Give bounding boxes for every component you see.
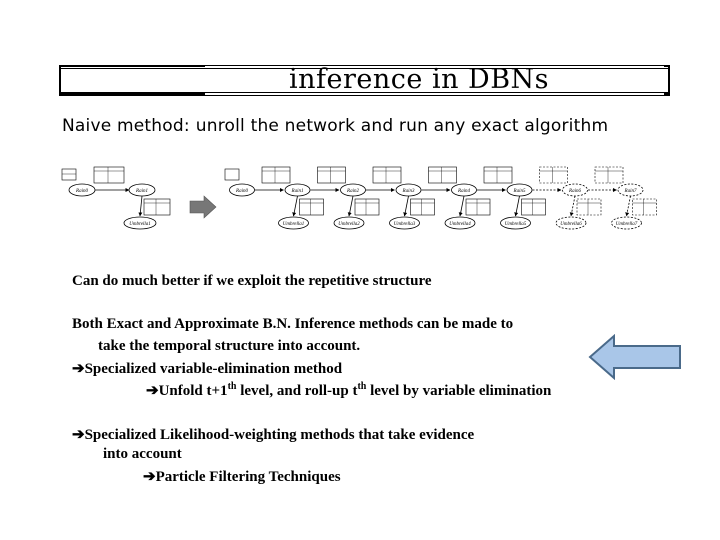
right-arrow-icon: ➔: [143, 469, 156, 485]
unfold-text-b: level, and roll-up t: [236, 383, 358, 399]
rain-node-label-5: Rain5: [513, 189, 526, 194]
sensor-edge: [347, 195, 354, 217]
sensor-edge: [569, 195, 576, 217]
bullet-text: Specialized variable-elimination method: [84, 361, 343, 377]
umbrella-node-label-6: Umbrella6: [560, 222, 582, 227]
unfold-sup-1: th: [227, 381, 237, 392]
umbrella-node-2: [333, 216, 365, 230]
bullet-likelihood-weighting: ➔Specialized Likelihood-weighting method…: [72, 425, 474, 444]
sensor-edge: [514, 195, 520, 217]
cpt-transition-1: [261, 166, 291, 184]
cpt-prior: [61, 168, 77, 181]
naive-method-label: Naive method:: [62, 116, 190, 136]
cpt-sensor-5: [521, 198, 546, 216]
unfold-text-c: level by variable elimination: [366, 383, 552, 399]
umbrella-node-7: [611, 216, 642, 230]
title-rule-bottom: [59, 95, 670, 96]
slide-title: inference in DBNs: [289, 64, 550, 95]
cpt-transition-7: [594, 166, 624, 184]
body-line-7: into account: [103, 446, 182, 462]
cpt-transition-2: [317, 166, 346, 184]
rain0-label: Rain0: [75, 189, 88, 194]
naive-method-text: unroll the network and run any exact alg…: [195, 116, 609, 136]
right-arrow-icon: ➔: [72, 361, 85, 377]
unroll-arrow-icon: [189, 195, 217, 219]
bullet-text: Particle Filtering Techniques: [155, 469, 341, 485]
left-arrow-icon: [588, 334, 681, 380]
naive-method-line: Naive method:unroll the network and run …: [62, 116, 608, 136]
sensor-edge: [403, 195, 409, 217]
title-rule-top: [59, 65, 670, 66]
cpt-sensor-4: [465, 198, 491, 216]
right-arrow-icon: ➔: [146, 383, 159, 399]
cpt-sensor-1: [299, 198, 324, 216]
cpt-prior-unrolled: [224, 168, 240, 181]
umbrella-node-5: [500, 216, 531, 230]
rain-node-label-1: Rain1: [291, 189, 304, 194]
cpt-transition-4: [428, 166, 457, 184]
rain-node-label-4: Rain4: [457, 189, 470, 194]
cpt-transition: [93, 166, 125, 184]
title-rule-bottom-inner: [59, 92, 670, 93]
bullet-text: Specialized Likelihood-weighting methods…: [84, 427, 475, 443]
title-rule-top-inner: [59, 68, 670, 69]
unfold-sup-2: th: [357, 381, 367, 392]
bullet-unfold: ➔Unfold t+1th level, and roll-up tth lev…: [146, 381, 551, 400]
cpt-sensor: [143, 198, 171, 216]
title-bracket-right: [664, 65, 670, 95]
right-arrow-icon: ➔: [72, 427, 85, 443]
umbrella-node-label-3: Umbrella3: [394, 222, 416, 227]
cpt-transition-5: [483, 166, 513, 184]
umbrella-node-6: [555, 216, 587, 230]
rain-node-label-2: Rain2: [346, 189, 359, 194]
bullet-particle-filtering: ➔Particle Filtering Techniques: [143, 467, 341, 486]
umbrella-node-label-4: Umbrella4: [449, 222, 471, 227]
sensor-edge: [625, 195, 631, 217]
rain-node-label-7: Rain7: [624, 189, 637, 194]
umbrella-node-label-2: Umbrella2: [338, 222, 360, 227]
umbrella-node-4: [444, 216, 476, 230]
cpt-transition-3: [372, 166, 402, 184]
bullet-variable-elimination: ➔Specialized variable-elimination method: [72, 359, 342, 378]
sensor-edge: [292, 195, 298, 217]
dbn-diagram: Rain0 Rain1 Umbrella1 Rain0 Rain1Umbrella…: [61, 166, 657, 230]
umbrella-node-label-7: Umbrella7: [616, 222, 638, 227]
body-line-2: Both Exact and Approximate B.N. Inferenc…: [72, 316, 514, 332]
unfold-text-a: Unfold t+1: [158, 383, 228, 399]
cpt-transition-6: [539, 166, 568, 184]
umbrella-node-3: [389, 216, 420, 230]
rain-node-label-6: Rain6: [568, 189, 581, 194]
body-line-1: Can do much better if we exploit the rep…: [72, 273, 432, 289]
umbrella-node-label-5: Umbrella5: [505, 222, 527, 227]
rain-node-0: [229, 183, 255, 197]
dbn-template: Rain0 Rain1 Umbrella1: [61, 166, 171, 230]
title-bar: inference in DBNs: [59, 62, 670, 98]
umbrella1-label: Umbrella1: [129, 222, 150, 227]
umbrella1-node: [123, 216, 157, 230]
rain1-label: Rain1: [135, 189, 148, 194]
cpt-sensor-6: [576, 198, 602, 216]
umbrella-node-label-1: Umbrella1: [283, 222, 304, 227]
cpt-sensor-3: [410, 198, 435, 216]
rain-node-label-0: Rain0: [235, 189, 248, 194]
umbrella-node-1: [278, 216, 309, 230]
sensor-edge: [458, 195, 465, 217]
title-bracket-left: [59, 65, 205, 95]
cpt-sensor-2: [354, 198, 380, 216]
rain-node-label-3: Rain3: [402, 189, 415, 194]
body-line-3: take the temporal structure into account…: [98, 338, 361, 354]
cpt-sensor-7: [632, 198, 657, 216]
